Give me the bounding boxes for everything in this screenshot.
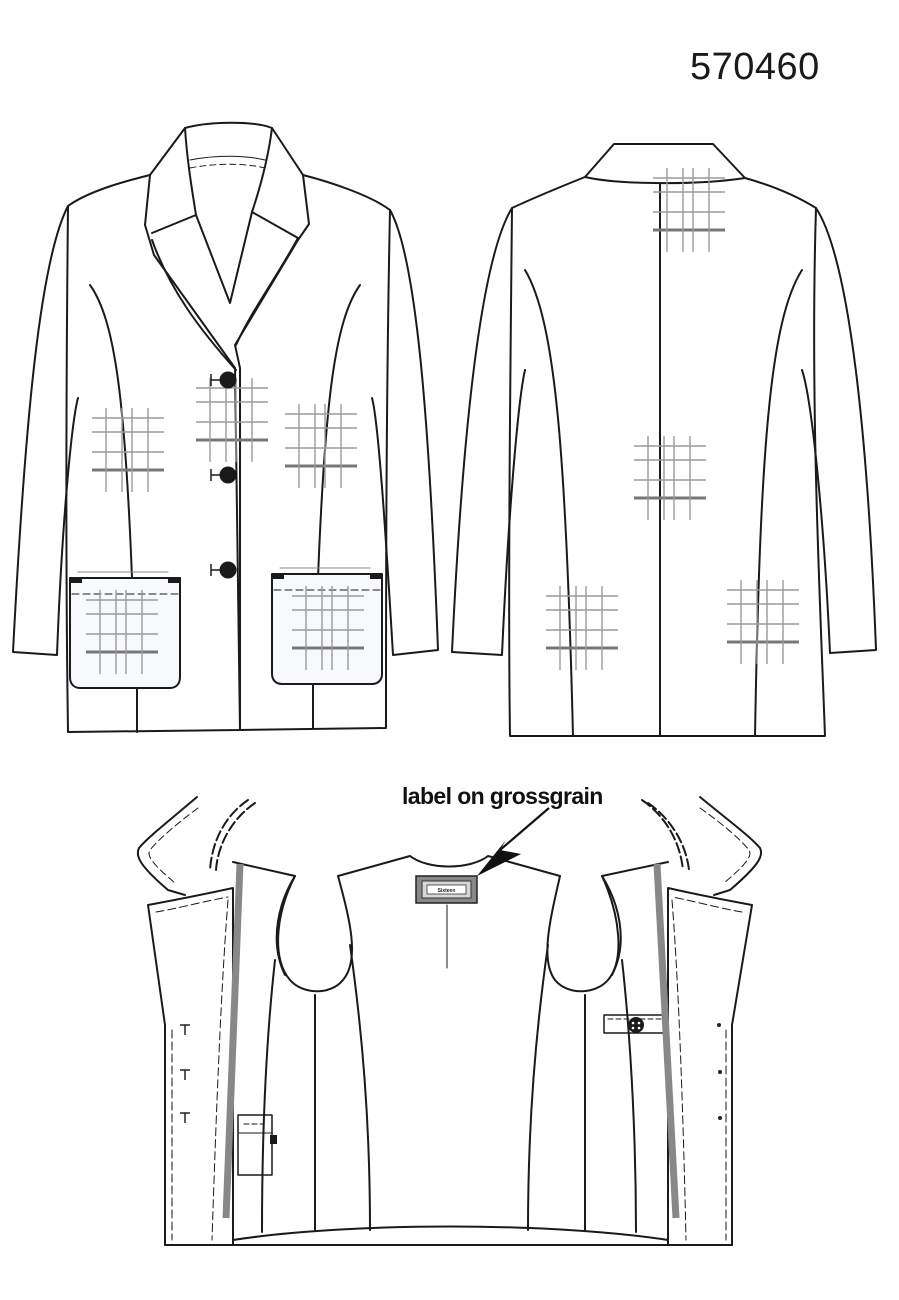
style-number: 570460 — [690, 46, 820, 88]
button-icon — [210, 561, 237, 579]
tack-mark — [179, 1112, 191, 1124]
button-mark — [717, 1023, 721, 1027]
button-mark — [718, 1070, 722, 1074]
inside-pocket-tab — [270, 1135, 277, 1144]
tack-mark — [179, 1069, 191, 1081]
inside-pocket — [237, 1114, 273, 1176]
plaid-motif — [283, 402, 359, 490]
plaid-motif — [632, 434, 708, 522]
back-right-sleeve — [801, 207, 877, 654]
plaid-motif — [194, 376, 270, 464]
button-mark — [718, 1116, 722, 1120]
back-left-sleeve — [451, 207, 526, 656]
callout-arrow — [477, 807, 550, 876]
front-right-pocket — [271, 573, 383, 685]
ticket-pocket-button — [628, 1017, 644, 1033]
callout-label: label on grossgrain — [402, 783, 603, 809]
pocket-tab — [168, 578, 180, 583]
plaid-motif — [544, 584, 620, 672]
grossgrain-ribbon-right — [653, 863, 680, 1219]
grossgrain-ribbon-left — [222, 863, 244, 1219]
back-view — [451, 143, 877, 737]
front-left-sleeve — [12, 205, 79, 656]
front-left-pocket — [69, 577, 181, 689]
plaid-motifs — [84, 166, 801, 676]
front-view — [12, 121, 439, 733]
pocket-tab — [70, 578, 82, 583]
brand-label-text: Sixteen — [438, 888, 456, 894]
plaid-motif — [725, 578, 801, 666]
button-icon — [210, 466, 237, 484]
front-right-sleeve — [371, 209, 439, 656]
pocket-tab — [370, 574, 382, 579]
front-buttons — [210, 371, 237, 579]
tack-mark — [179, 1024, 191, 1036]
brand-label: Sixteen — [415, 875, 478, 904]
pocket-tab — [272, 574, 284, 579]
inside-view — [136, 796, 763, 1246]
button-icon — [210, 371, 237, 389]
